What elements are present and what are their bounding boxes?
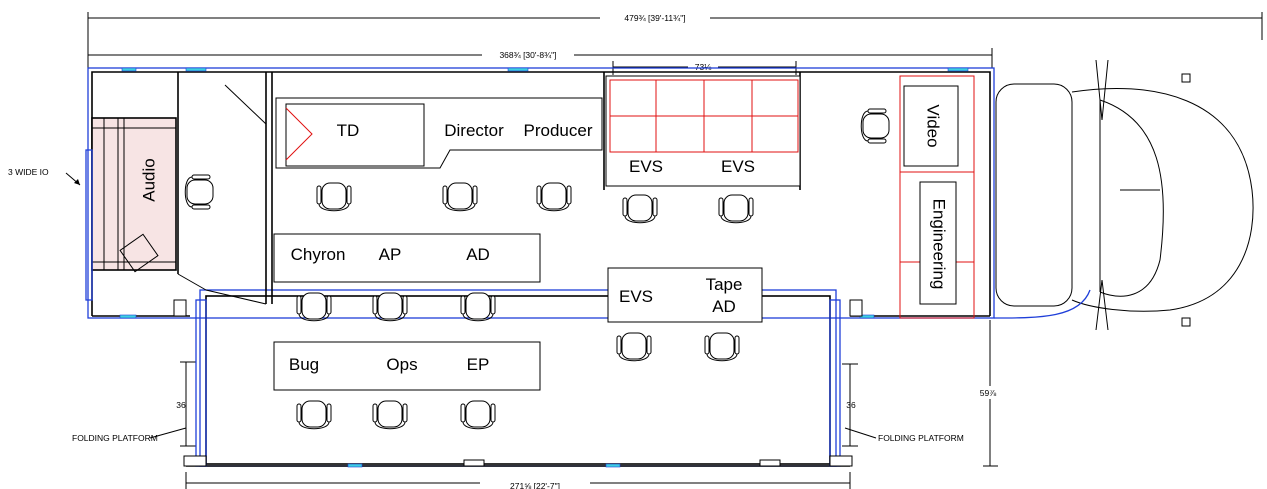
evs-top-left-label: EVS [629,157,663,176]
folding-platform-right-text: FOLDING PLATFORM [878,433,964,443]
bug-desk: Bug Ops EP [273,341,541,391]
annotation-folding-right: FOLDING PLATFORM [844,427,964,443]
evs-mid-label: EVS [619,287,653,306]
chair-icon [296,292,332,322]
chairs [184,108,890,430]
evs-rack-top: EVS EVS [605,75,801,187]
dimension-box-text: 368¾ [30'-8¾"] [499,50,556,60]
dimension-height-text: 59⅞ [980,388,997,398]
chair-icon [704,332,740,362]
annotation-wide-io: 3 WIDE IO [8,167,81,186]
td-label: TD [337,121,360,140]
chair-icon [316,182,352,212]
dimension-evs-text: 73⅛ [695,62,712,72]
ep-label: EP [467,355,490,374]
engineering-rack: Video Engineering [899,75,975,319]
bug-label: Bug [289,355,319,374]
dimension-overall: 479¾ [39'-11¾"] [87,10,1263,68]
chair-icon [442,182,478,212]
dimension-height-right: 59⅞ [972,320,1002,467]
annotation-folding-left: FOLDING PLATFORM [72,427,187,443]
audio-label: Audio [139,158,158,201]
chair-icon [372,292,408,322]
dimension-box: 368¾ [30'-8¾"] [88,47,993,68]
chair-icon [460,400,496,430]
ad-label: AD [466,245,490,264]
chair-icon [718,194,754,224]
ap-label: AP [379,245,402,264]
chyron-desk: Chyron AP AD [273,233,541,283]
tape-label: Tape [706,275,743,294]
chair-icon [622,194,658,224]
dimension-expando-text: 271⅝ [22'-7"] [510,481,560,489]
engineering-label: Engineering [930,199,949,290]
chair-icon [184,174,214,210]
chair-icon [372,400,408,430]
dimension-overall-text: 479¾ [39'-11¾"] [624,13,685,23]
dimension-door-right: 36 [842,363,858,447]
chair-icon [296,400,332,430]
wide-io-text: 3 WIDE IO [8,167,49,177]
dimension-door-right-text: 36 [846,400,856,410]
tape-ad-label: AD [712,297,736,316]
evs-top-right-label: EVS [721,157,755,176]
video-label: Video [924,104,943,147]
ops-label: Ops [386,355,417,374]
dimension-door-left-text: 36 [176,400,186,410]
chair-icon [860,108,890,144]
director-label: Director [444,121,504,140]
tape-desk: EVS Tape AD [607,267,763,323]
dimension-door-left: 36 [176,361,196,447]
chair-icon [616,332,652,362]
folding-platform-left-text: FOLDING PLATFORM [72,433,158,443]
chyron-label: Chyron [291,245,346,264]
tractor-cab [993,59,1254,331]
audio-room: Audio [85,117,177,301]
chair-icon [536,182,572,212]
producer-label: Producer [524,121,593,140]
dimension-expando: 271⅝ [22'-7"] [185,472,851,489]
chair-icon [460,292,496,322]
td-director-desk: TD Director Producer [275,97,603,169]
